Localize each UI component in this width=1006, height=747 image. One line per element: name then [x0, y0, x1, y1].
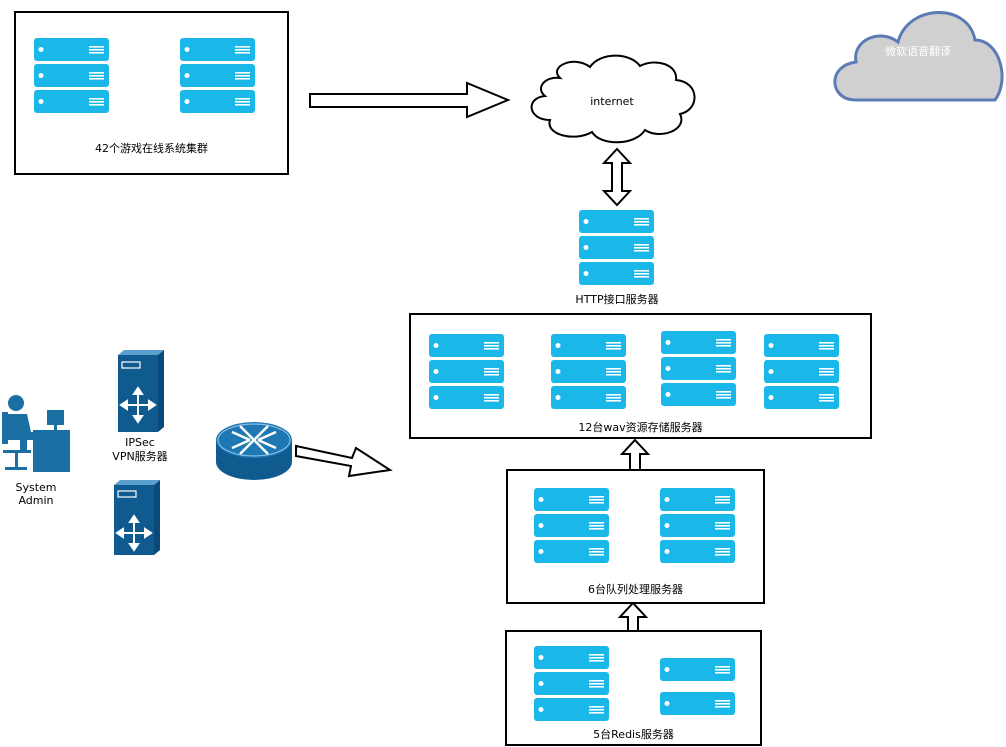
vpn-label-line1: IPSec: [125, 436, 155, 449]
internet-label: internet: [590, 95, 634, 108]
server-stack-icon: [34, 38, 109, 114]
http-label: HTTP接口服务器: [575, 293, 659, 306]
admin-label-line1: System: [15, 481, 57, 494]
server-stack-icon: [534, 646, 609, 722]
server-stack-icon: [579, 210, 654, 286]
server-stack-icon: [180, 38, 255, 114]
block-arrow-icon: [295, 444, 393, 478]
server-unit-icon: [660, 658, 735, 681]
block-arrow-icon: [309, 81, 511, 119]
server-stack-icon: [764, 334, 839, 410]
admin-label-line2: Admin: [18, 494, 54, 507]
vpn-label-line2: VPN服务器: [112, 450, 168, 463]
server-stack-icon: [660, 488, 735, 564]
double-arrow-icon: [601, 147, 633, 207]
translate-label: 微软语音翻译: [885, 45, 951, 58]
queue-label: 6台队列处理服务器: [588, 583, 683, 596]
storage-label: 12台wav资源存储服务器: [578, 421, 703, 434]
server-stack-icon: [661, 331, 736, 407]
server-stack-icon: [429, 334, 504, 410]
cluster-label: 42个游戏在线系统集群: [95, 142, 208, 155]
redis-label: 5台Redis服务器: [593, 728, 674, 741]
server-unit-icon: [660, 692, 735, 715]
server-stack-icon: [534, 488, 609, 564]
server-stack-icon: [551, 334, 626, 410]
